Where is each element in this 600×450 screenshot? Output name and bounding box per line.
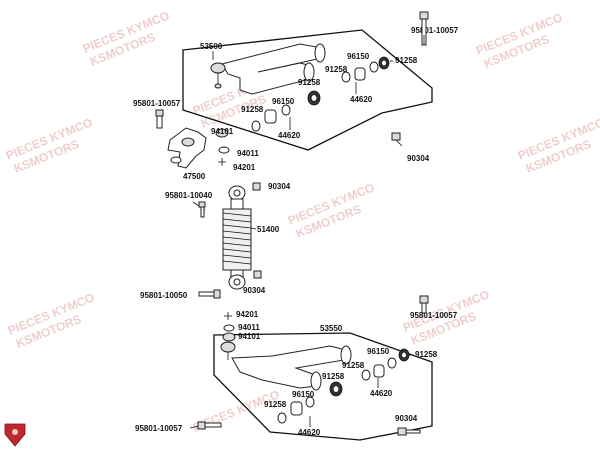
steering-knuckle: [167, 127, 207, 169]
label-47500: 47500: [183, 172, 206, 181]
label-91258-upper-r-a: 91258: [325, 65, 348, 74]
upper-right-bushings: [341, 56, 390, 83]
label-94011-lower: 94011: [238, 323, 260, 332]
upper-left-bushings: [251, 90, 321, 132]
label-96150-lower-r: 96150: [367, 347, 390, 356]
lower-hardware-washer: [223, 324, 235, 332]
bolt-lower-top: [419, 295, 429, 314]
lower-a-arm: [220, 341, 352, 391]
nut-shock-top: [252, 182, 261, 191]
label-95801-10057-upper: 95801-10057: [411, 26, 459, 35]
label-44620-upper-l: 44620: [278, 131, 301, 140]
label-91258-upper-r-0: 91258: [298, 78, 321, 87]
lower-left-bushings: [277, 381, 343, 424]
label-94201: 94201: [233, 163, 256, 172]
shock-absorber: [222, 185, 252, 290]
kymco-logo-icon: [4, 423, 26, 447]
label-91258-lower-r-0: 91258: [322, 372, 345, 381]
label-95801-10057-upper-left: 95801-10057: [133, 99, 181, 108]
label-96150-upper-r: 96150: [347, 52, 370, 61]
label-96150-upper-l: 96150: [272, 97, 295, 106]
label-95801-10057-lower-left: 95801-10057: [135, 424, 183, 433]
label-95801-10057-lower: 95801-10057: [410, 311, 458, 320]
bolt-lower-left: [197, 421, 222, 430]
label-90304-lower: 90304: [395, 414, 418, 423]
label-91258-lower-r-b: 91258: [415, 350, 438, 359]
label-53550: 53550: [320, 324, 343, 333]
label-51400: 51400: [257, 225, 280, 234]
upper-a-arm: [210, 43, 326, 95]
label-44620-upper-r: 44620: [350, 95, 373, 104]
label-91258-lower-l: 91258: [264, 400, 287, 409]
label-91258-upper-r-b: 91258: [395, 56, 418, 65]
nut-upper-right: [391, 132, 403, 147]
label-95801-10050: 95801-10050: [140, 291, 188, 300]
label-44620-lower-r: 44620: [370, 389, 393, 398]
label-96150-lower-l: 96150: [292, 390, 315, 399]
nut-shock-bottom: [253, 270, 262, 279]
label-94101: 94101: [211, 127, 234, 136]
lower-hardware-cross: [224, 312, 232, 320]
knuckle-hardware: [215, 128, 230, 166]
bolt-shock-bottom: [198, 289, 221, 299]
label-90304-shock-bottom: 90304: [243, 286, 266, 295]
label-94101-lower: 94101: [238, 332, 261, 341]
bolt-shock-top: [198, 201, 206, 218]
label-90304-upper: 90304: [407, 154, 430, 163]
lower-hardware-boot: [222, 332, 236, 342]
label-95801-10040: 95801-10040: [165, 191, 213, 200]
label-94011: 94011: [237, 149, 259, 158]
bolt-upper-top: [419, 11, 429, 46]
label-91258-lower-r-a: 91258: [342, 361, 365, 370]
label-90304-shock-top: 90304: [268, 182, 291, 191]
lower-arm-frame: [213, 332, 433, 441]
upper-arm-frame: [182, 29, 433, 151]
label-44620-lower-l: 44620: [298, 428, 321, 437]
label-91258-upper-l: 91258: [241, 105, 264, 114]
label-94201-lower: 94201: [236, 310, 259, 319]
label-53500: 53500: [200, 42, 223, 51]
nut-lower-right: [397, 427, 421, 436]
bolt-upper-left: [155, 109, 164, 129]
